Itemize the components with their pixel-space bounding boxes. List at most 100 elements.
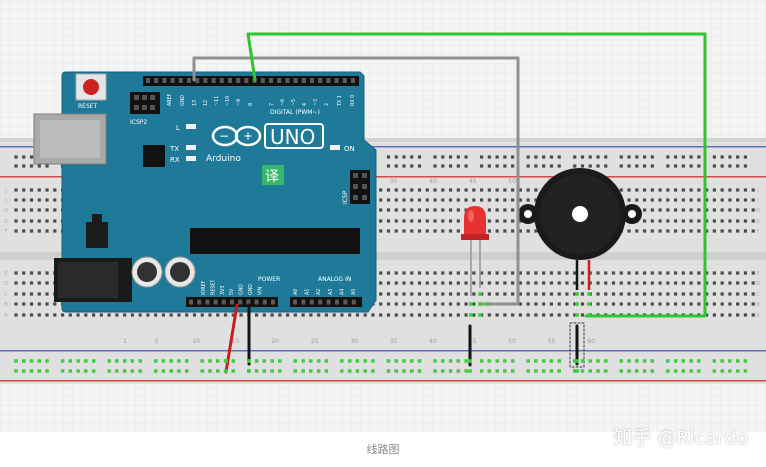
breadboard-hole: [736, 313, 740, 317]
breadboard-hole: [611, 292, 616, 296]
breadboard-hole: [410, 313, 414, 317]
breadboard-hole: [14, 198, 18, 202]
breadboard-hole: [712, 271, 716, 275]
rail-hole-active: [557, 369, 561, 373]
breadboard-hole: [511, 219, 515, 223]
breadboard-hole: [402, 198, 406, 202]
breadboard-hole: [650, 198, 654, 202]
breadboard-hole: [705, 198, 709, 202]
breadboard-hole: [565, 292, 569, 296]
header-pin: [195, 78, 200, 83]
breadboard-hole: [394, 198, 398, 202]
breadboard-hole: [448, 219, 453, 223]
breadboard-hole: [689, 229, 693, 233]
rail-hole-active: [254, 369, 259, 373]
breadboard-hole: [627, 292, 631, 296]
breadboard-hole: [425, 281, 429, 285]
breadboard-hole: [596, 292, 600, 296]
breadboard-hole: [503, 208, 507, 212]
rail-hole: [503, 155, 507, 159]
breadboard-hole: [604, 271, 608, 275]
breadboard-hole: [379, 281, 383, 285]
rail-hole-active: [728, 369, 732, 373]
digital-pin-label: 2: [324, 103, 330, 106]
breadboard-hole: [355, 313, 360, 317]
breadboard-hole: [534, 313, 538, 317]
breadboard-hole: [689, 219, 693, 223]
column-number-bottom: 20: [271, 338, 279, 345]
breadboard-hole: [580, 292, 585, 296]
header-pin: [203, 78, 208, 83]
breadboard-hole: [511, 229, 515, 233]
rail-hole-active: [495, 359, 499, 363]
breadboard-hole: [565, 302, 569, 306]
breadboard-hole: [425, 292, 429, 296]
rail-hole: [635, 164, 639, 168]
breadboard-hole: [402, 302, 406, 306]
breadboard-hole: [22, 292, 26, 296]
breadboard-hole: [712, 281, 716, 285]
digital-pin-label: AREF: [167, 93, 173, 106]
breadboard-hole: [650, 208, 654, 212]
breadboard-hole: [728, 271, 732, 275]
breadboard-hole: [53, 208, 57, 212]
breadboard-hole: [751, 229, 755, 233]
rail-hole: [743, 164, 748, 168]
digital-header: [143, 76, 359, 86]
breadboard-hole: [549, 302, 554, 306]
rail-hole-active: [627, 369, 631, 373]
header-pin: [162, 78, 167, 83]
breadboard-hole: [456, 292, 460, 296]
rail-hole: [480, 155, 484, 159]
breadboard-hole: [596, 281, 600, 285]
rail-hole-active: [154, 369, 158, 373]
breadboard-hole: [743, 313, 748, 317]
rail-hole-active: [433, 369, 437, 373]
breadboard-hole: [231, 313, 235, 317]
rail-hole-active: [223, 359, 228, 363]
breadboard-hole: [417, 188, 422, 192]
breadboard-hole: [394, 188, 398, 192]
breadboard-hole: [410, 292, 414, 296]
rail-hole: [743, 155, 748, 159]
breadboard-hole: [410, 219, 414, 223]
rail-hole: [557, 155, 561, 159]
breadboard-hole: [573, 313, 577, 317]
breadboard-hole: [534, 271, 538, 275]
breadboard-hole: [417, 292, 422, 296]
breadboard-hole: [386, 229, 391, 233]
reset-button[interactable]: [75, 73, 107, 101]
rail-hole-active: [743, 359, 748, 363]
breadboard-hole: [29, 219, 34, 223]
watermark: 知乎 @Ricardo: [613, 427, 748, 449]
rail-hole-active: [161, 359, 166, 363]
breadboard-hole: [681, 198, 685, 202]
breadboard-hole: [464, 271, 468, 275]
breadboard-hole: [743, 219, 748, 223]
breadboard-hole: [115, 313, 119, 317]
rail-hole-active: [480, 369, 484, 373]
breadboard-hole: [425, 219, 429, 223]
breadboard-hole: [736, 292, 740, 296]
breadboard-hole: [728, 313, 732, 317]
breadboard-hole: [642, 229, 647, 233]
rail-hole-active: [526, 359, 530, 363]
power-pin-label: 5V: [229, 288, 235, 295]
header-pin: [262, 299, 267, 305]
header-pin: [343, 299, 348, 305]
breadboard-hole: [386, 292, 391, 296]
rail-hole-active: [720, 369, 724, 373]
breadboard-hole: [402, 313, 406, 317]
column-number-bottom: 40: [429, 338, 437, 345]
rail-hole: [495, 164, 499, 168]
breadboard-hole: [379, 229, 383, 233]
breadboard-hole: [674, 292, 678, 296]
rail-hole-active: [185, 359, 189, 363]
reset-button-cap[interactable]: [83, 79, 99, 95]
rail-hole: [14, 155, 18, 159]
rail-hole-active: [22, 359, 26, 363]
breadboard-hole: [534, 198, 538, 202]
row-letter-right: D: [756, 281, 760, 287]
rail-hole-active: [503, 359, 507, 363]
